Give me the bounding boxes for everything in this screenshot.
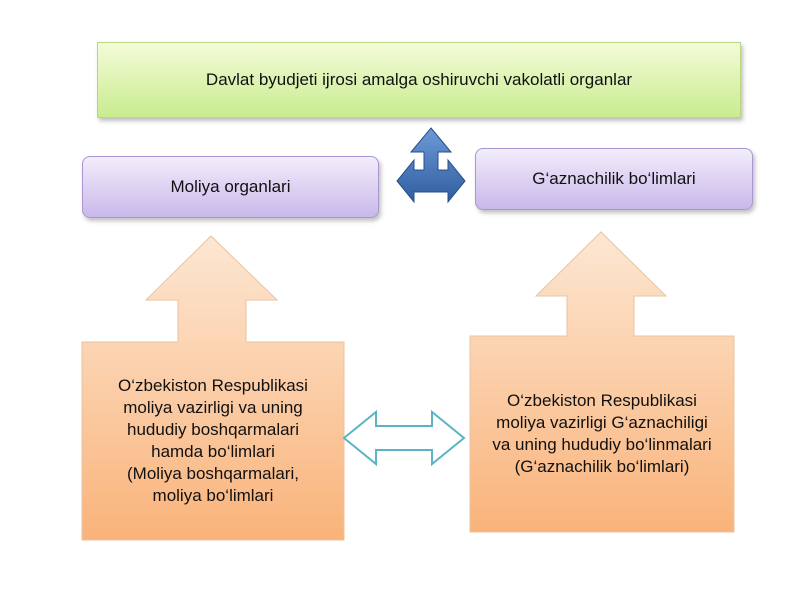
text-line: va uning hududiy bo‘linmalari [492,435,712,454]
text-line: hamda bo‘limlari [151,442,275,461]
up-left-right-arrow-icon [396,127,466,204]
treasury-text: O‘zbekiston Respublikasi moliya vazirlig… [470,336,734,532]
text-line: (G‘aznachilik bo‘limlari) [514,457,690,476]
text-line: moliya vazirligi G‘aznachiligi [496,413,708,432]
authorized-bodies-box: Davlat byudjeti ijrosi amalga oshiruvchi… [97,42,741,118]
ministry-finance-text: O‘zbekiston Respublikasi moliya vazirlig… [82,342,344,540]
text-line: (Moliya boshqarmalari, [127,464,299,483]
treasury-departments-box: G‘aznachilik bo‘limlari [475,148,753,210]
finance-bodies-box: Moliya organlari [82,156,379,218]
finance-bodies-label: Moliya organlari [170,177,291,196]
text-line: hududiy boshqarmalari [127,420,299,439]
text-line: moliya bo‘limlari [152,486,274,505]
authorized-bodies-label: Davlat byudjeti ijrosi amalga oshiruvchi… [205,70,633,89]
left-up-arrow-icon [81,235,345,541]
treasury-departments-label: G‘aznachilik bo‘limlari [532,169,696,188]
left-right-arrow-icon [342,409,466,467]
text-line: O‘zbekiston Respublikasi [507,391,697,410]
right-up-arrow-icon [469,231,735,533]
text-line: O‘zbekiston Respublikasi [118,376,308,395]
text-line: moliya vazirligi va uning [123,398,303,417]
